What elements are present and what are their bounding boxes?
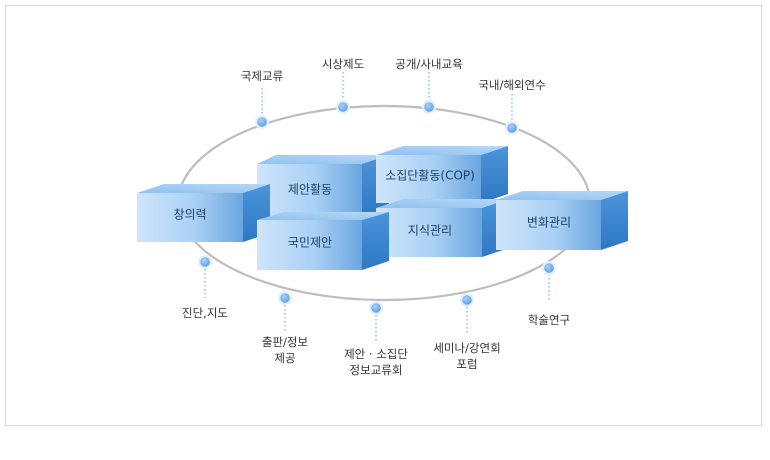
- box-label-creativity: 창의력: [173, 208, 206, 222]
- label-open-edu: 공개/사내교육: [395, 57, 463, 71]
- node-intl: [255, 115, 269, 129]
- box-citizen: 국민제안: [257, 212, 389, 270]
- box-label-change: 변화관리: [527, 216, 571, 230]
- box-label-citizen: 국민제안: [288, 236, 332, 250]
- diagram-canvas: 제안활동 소집단활동(COP) 창의력 지식관리 국민제안 변화관리: [137, 72, 628, 343]
- node-training: [505, 121, 519, 135]
- label-publish: 출판/정보 제공: [261, 335, 309, 365]
- box-smallgroup: 소집단활동(COP): [376, 146, 508, 203]
- ring-nodes: [198, 100, 556, 315]
- label-award: 시상제도: [321, 57, 365, 71]
- box-label-smallgroup: 소집단활동(COP): [385, 169, 475, 183]
- node-seminar: [460, 293, 474, 307]
- node-research: [542, 261, 556, 275]
- box-knowledge: 지식관리: [376, 199, 509, 257]
- label-research: 학술연구: [527, 313, 571, 327]
- box-label-proposal: 제안활동: [288, 183, 332, 197]
- label-intl: 국제교류: [240, 69, 284, 83]
- box-change: 변화관리: [496, 191, 628, 250]
- bottom-band: [0, 432, 770, 460]
- node-open-edu: [422, 100, 436, 114]
- node-publish: [278, 291, 292, 305]
- label-diagnosis: 진단,지도: [182, 306, 228, 320]
- node-diagnosis: [198, 255, 212, 269]
- label-exchange: 제안 · 소집단 정보교류회: [344, 347, 408, 377]
- label-seminar: 세미나/강연회 포럼: [433, 341, 501, 371]
- box-label-knowledge: 지식관리: [408, 224, 452, 238]
- connector-lines: [204, 72, 550, 343]
- box-creativity: 창의력: [137, 184, 270, 242]
- box-proposal: 제안활동: [257, 155, 389, 217]
- node-award: [336, 100, 350, 114]
- label-training: 국내/해외연수: [478, 78, 546, 92]
- node-exchange: [369, 301, 383, 315]
